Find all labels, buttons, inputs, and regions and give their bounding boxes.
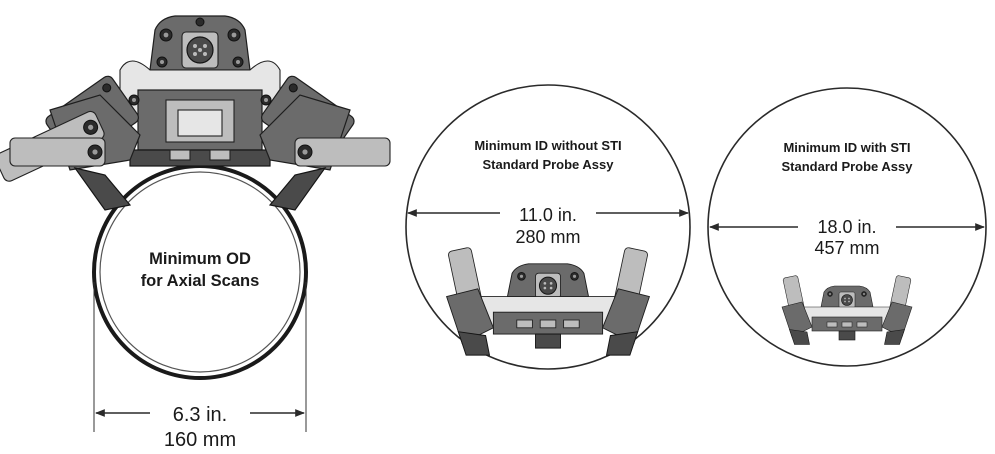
id-without-sti-dimension-inches: 11.0 in. xyxy=(519,205,577,225)
id-without-sti-label-line1: Minimum ID without STI xyxy=(474,138,621,153)
id-with-sti-label-line1: Minimum ID with STI xyxy=(783,140,910,155)
panel-minimum-id-without-sti: Minimum ID without STI Standard Probe As… xyxy=(405,84,691,370)
panel-minimum-id-with-sti: Minimum ID with STI Standard Probe Assy … xyxy=(707,87,987,367)
id-without-sti-dimension-mm: 280 mm xyxy=(515,227,580,247)
id-with-sti-dimension-inches: 18.0 in. xyxy=(817,217,876,237)
od-label-line1: Minimum OD xyxy=(149,250,251,268)
od-dimension-inches: 6.3 in. xyxy=(173,404,227,426)
panel-minimum-od: Minimum OD for Axial Scans 6.3 in. 160 m… xyxy=(0,15,391,451)
od-dimension-mm: 160 mm xyxy=(164,429,236,451)
id-with-sti-dimension-mm: 457 mm xyxy=(814,238,879,258)
id-without-sti-label-line2: Standard Probe Assy xyxy=(482,157,614,172)
od-label-line2: for Axial Scans xyxy=(141,272,260,290)
id-with-sti-label-line2: Standard Probe Assy xyxy=(781,159,913,174)
